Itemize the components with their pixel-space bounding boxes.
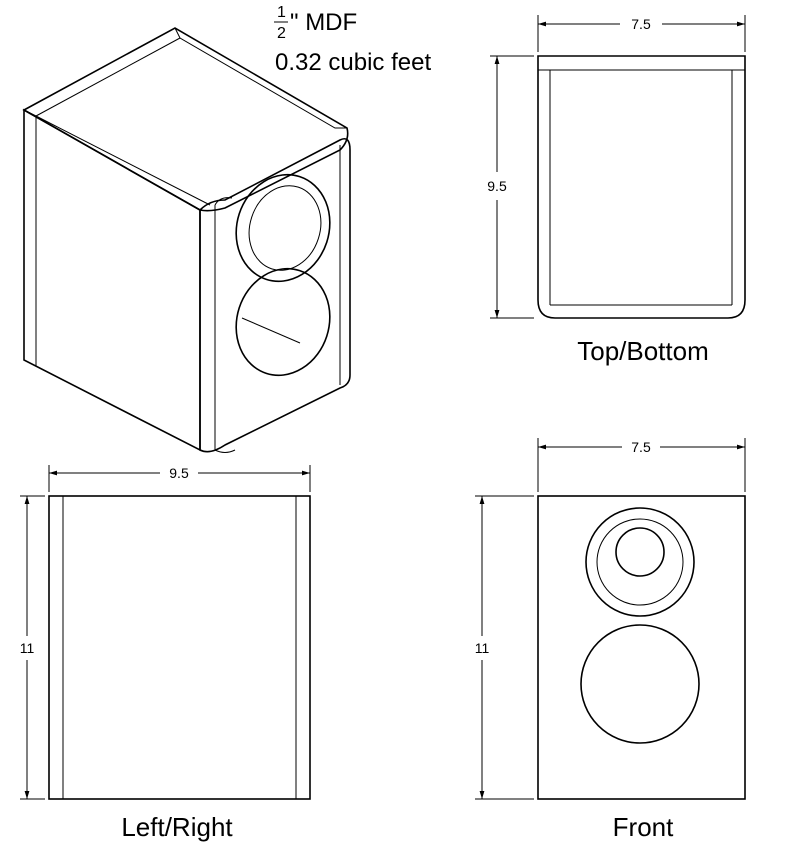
front-width-dim: 7.5: [631, 439, 651, 455]
tweeter-dome: [615, 527, 665, 577]
side-width-dim: 9.5: [169, 465, 189, 481]
top-depth-dim: 9.5: [487, 178, 507, 194]
front-height-dim: 11: [475, 640, 490, 656]
isometric-view: [22, 27, 351, 453]
front-label: Front: [613, 812, 674, 842]
material-label: " MDF: [290, 9, 357, 36]
fraction-denominator: 2: [277, 25, 286, 42]
fraction-numerator: 1: [277, 4, 286, 21]
material-note: 1 2 " MDF 0.32 cubic feet: [274, 4, 431, 76]
top-bottom-view: 7.5 9.5 Top/Bottom: [487, 15, 746, 366]
tweeter-outer-ring: [585, 507, 695, 617]
left-right-view: 9.5 11 Left/Right: [20, 465, 311, 842]
side-height-dim: 11: [20, 640, 35, 656]
top-bottom-label: Top/Bottom: [577, 336, 709, 366]
left-right-label: Left/Right: [121, 812, 233, 842]
top-width-dim: 7.5: [631, 16, 651, 32]
woofer-cutout: [580, 624, 700, 744]
front-view: 7.5 11 Front: [475, 438, 746, 842]
volume-label: 0.32 cubic feet: [275, 49, 431, 76]
